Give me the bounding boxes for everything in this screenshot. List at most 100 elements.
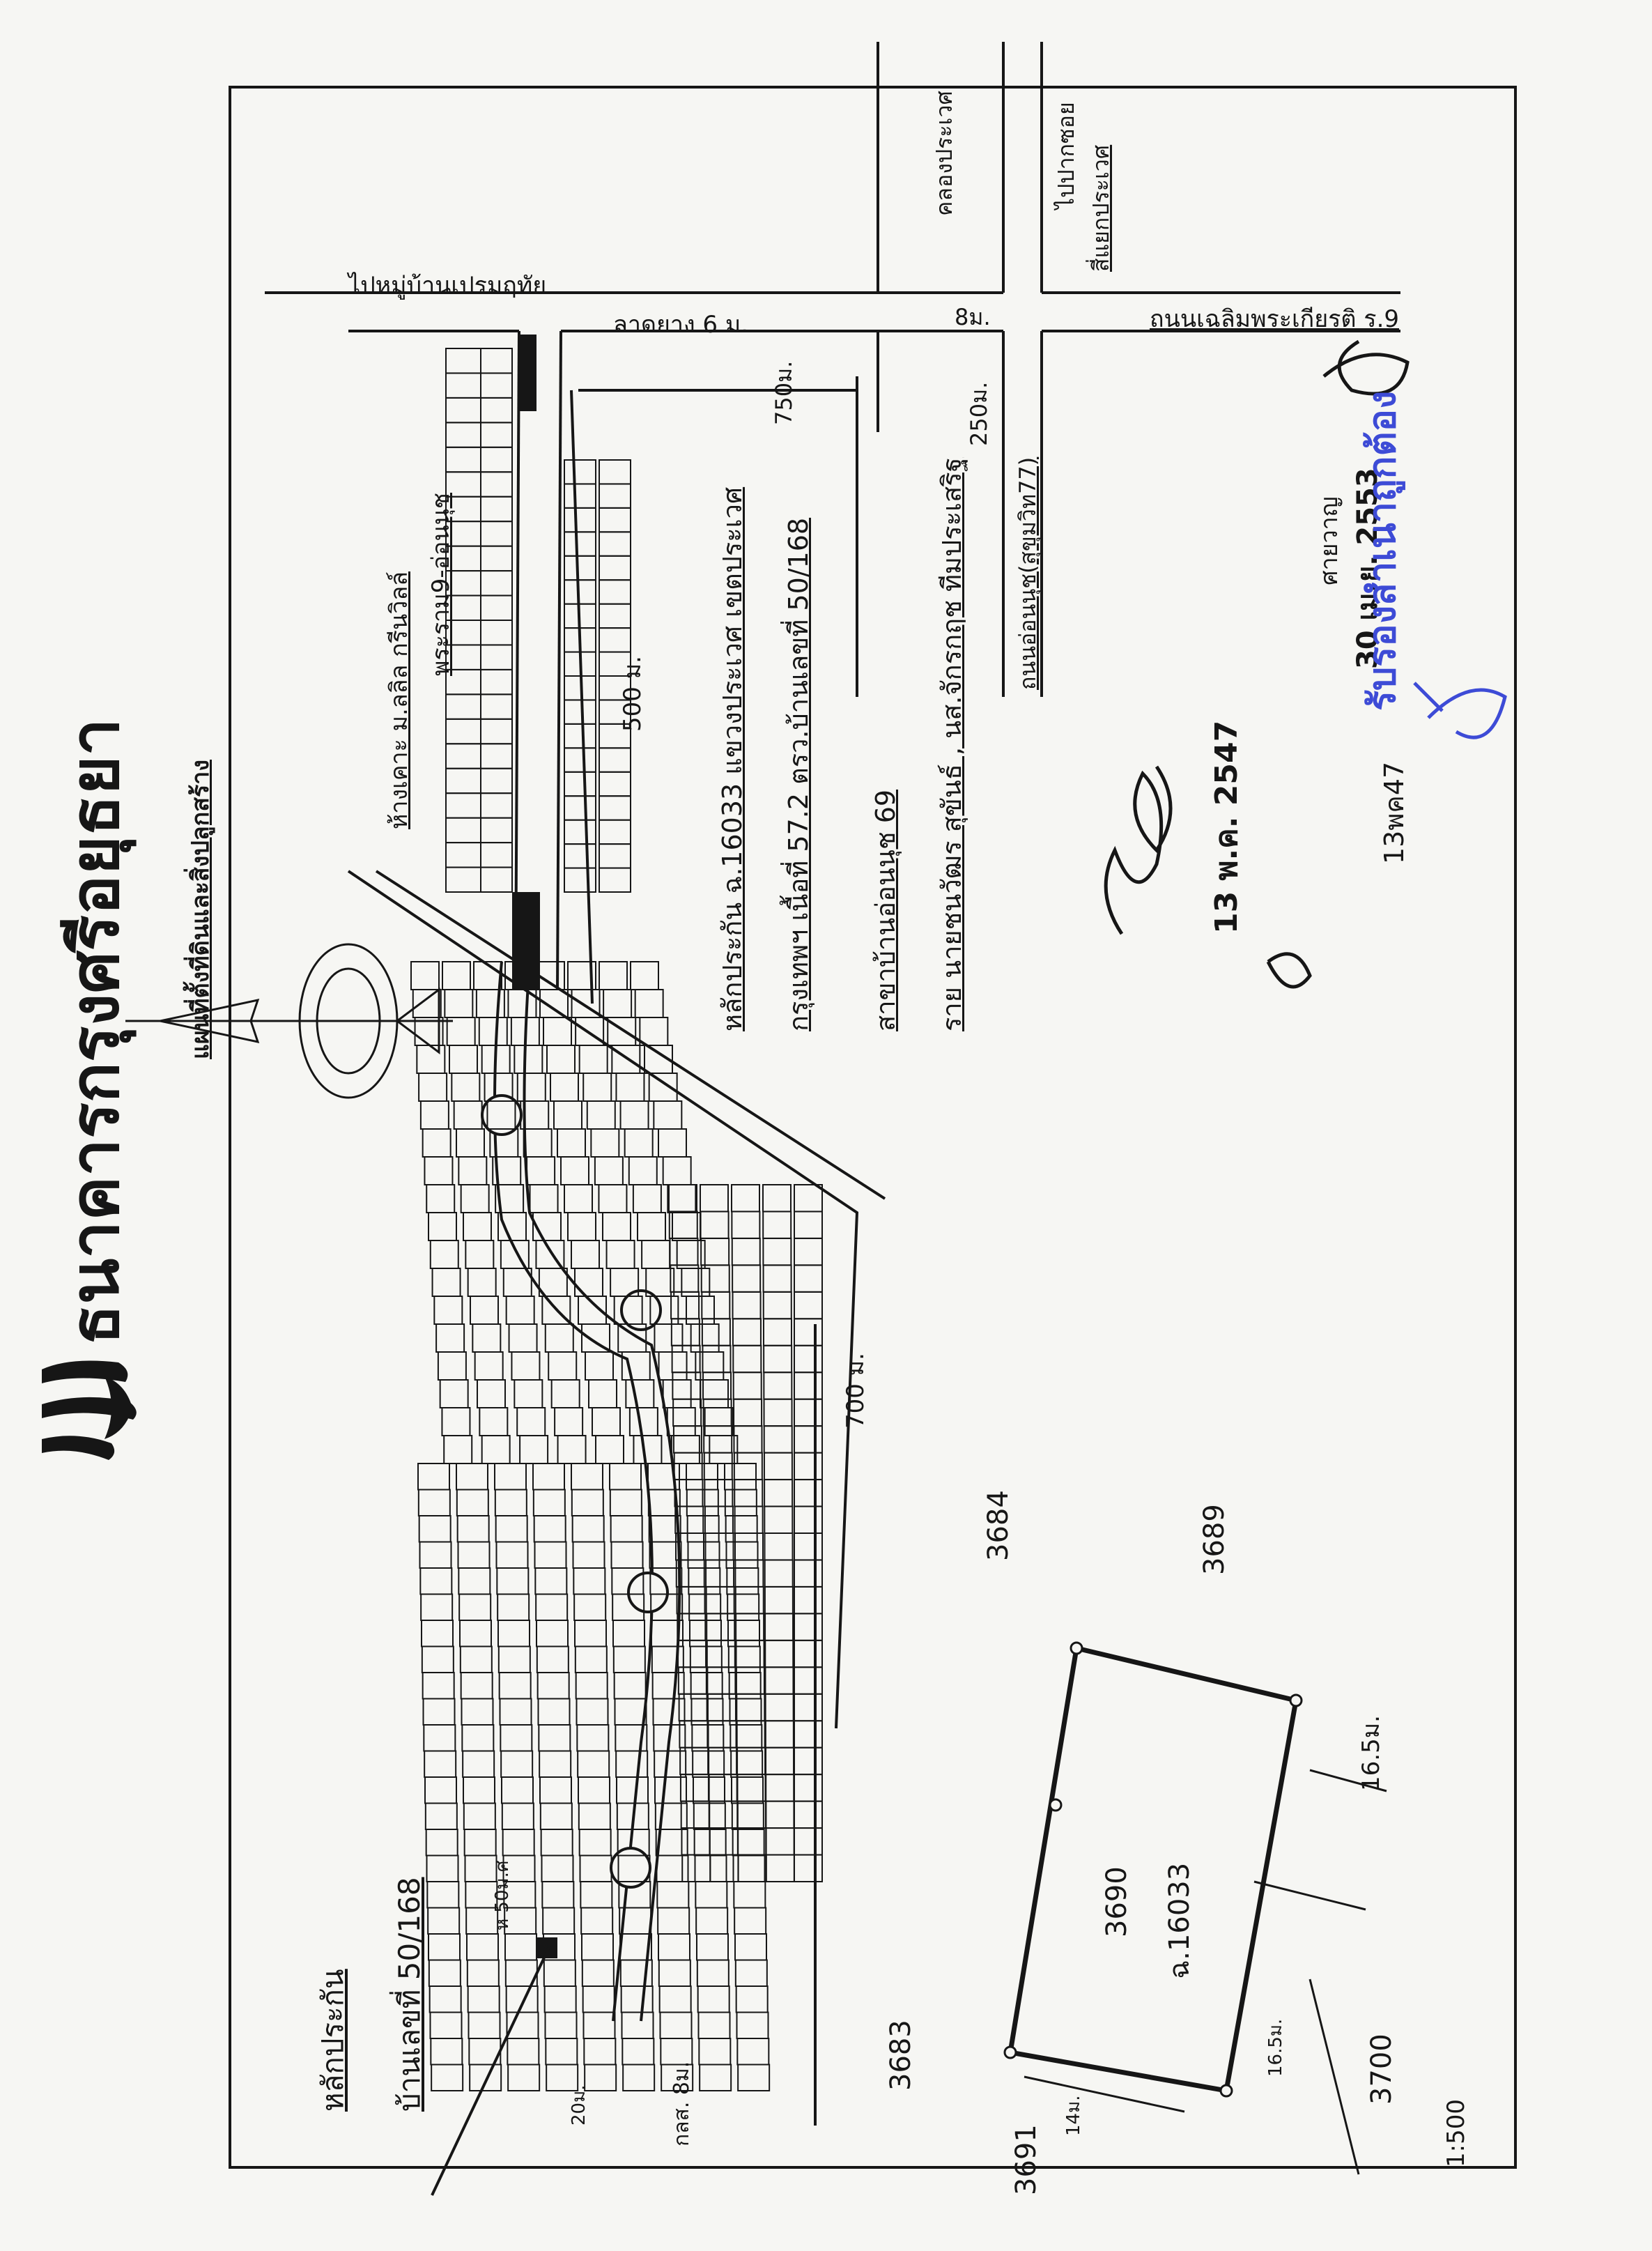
house-plot	[599, 961, 628, 990]
house-plot	[794, 1479, 823, 1507]
house-plot	[543, 1017, 572, 1046]
house-plot	[794, 1746, 823, 1776]
house-plot	[474, 1351, 504, 1381]
house-plot	[418, 1515, 451, 1543]
house-plot	[599, 771, 631, 797]
khlong-distance: 750ม.	[771, 360, 797, 425]
house-plot	[480, 545, 513, 572]
house-plot	[602, 1212, 631, 1241]
house-plot	[637, 1212, 666, 1241]
house-plot	[764, 1693, 794, 1722]
house-plot	[422, 1128, 451, 1158]
house-plot	[736, 1774, 766, 1802]
house-plot	[463, 1802, 496, 1830]
house-plot	[564, 459, 596, 485]
house-plot	[445, 792, 481, 819]
house-plot	[794, 1184, 823, 1213]
house-plot	[573, 1593, 607, 1621]
house-plot	[667, 1184, 697, 1213]
house-plot	[478, 1017, 508, 1046]
house-plot	[659, 2011, 693, 2039]
house-plot	[445, 693, 481, 720]
house-plot	[504, 1933, 537, 1961]
house-plot	[735, 1985, 769, 2013]
house-plot	[794, 1774, 823, 1802]
house-plot	[540, 1829, 573, 1857]
house-plot	[480, 397, 513, 424]
house-plot	[467, 1985, 500, 2013]
house-plot	[700, 1264, 730, 1293]
house-plot	[599, 819, 631, 845]
house-plot	[794, 1693, 823, 1722]
house-plot	[599, 867, 631, 893]
house-plot	[599, 603, 631, 629]
house-plot	[456, 1515, 490, 1543]
house-plot	[544, 1323, 574, 1353]
distance-700: 700 ม.	[842, 1353, 870, 1429]
house-plot	[422, 1698, 456, 1726]
adjacent-north: 3684	[982, 1490, 1014, 1561]
house-plot	[794, 1264, 823, 1293]
house-plot	[603, 989, 633, 1018]
house-plot	[734, 1505, 764, 1535]
house-plot	[466, 1933, 499, 1961]
house-plot	[578, 1802, 611, 1830]
house-plot	[594, 1156, 624, 1185]
house-plot	[573, 1567, 606, 1595]
house-plot	[734, 1479, 764, 1507]
house-plot	[421, 1645, 454, 1673]
house-plot	[480, 743, 513, 769]
house-plot	[480, 767, 513, 794]
house-plot	[736, 1800, 766, 1829]
house-plot	[763, 1372, 793, 1400]
house-plot	[445, 842, 481, 868]
house-plot	[610, 1541, 644, 1569]
house-plot	[458, 1567, 491, 1595]
house-plot	[654, 1750, 687, 1778]
house-plot	[571, 1463, 603, 1491]
house-plot	[480, 372, 513, 399]
house-plot	[445, 422, 481, 448]
house-plot	[794, 1613, 823, 1641]
bank-name: ธนาคารกรุงศรีอยุธยา	[56, 718, 134, 1345]
house-plot	[480, 792, 513, 819]
certify-stamp: รับรองสำเนาถูกต้อง	[1360, 390, 1404, 711]
house-plot	[564, 723, 596, 749]
house-plot	[580, 1881, 613, 1909]
house-plot	[762, 1318, 792, 1346]
house-plot	[620, 1985, 654, 2013]
house-plot	[599, 459, 631, 485]
house-plot	[494, 1463, 527, 1491]
house-plot	[457, 1541, 491, 1569]
house-plot	[480, 594, 513, 622]
house-plot	[497, 1645, 531, 1673]
house-plot	[532, 1489, 566, 1516]
house-plot	[564, 555, 596, 581]
house-plot	[732, 1344, 762, 1374]
collateral-house-number: บ้านเลขที่ 50/168	[392, 1877, 426, 2112]
adjacent-southwest: 3691	[1010, 2124, 1042, 2195]
adjacent-south: 3700	[1366, 2034, 1398, 2105]
house-plot	[794, 1211, 823, 1239]
house-plot	[496, 1567, 530, 1595]
adjacent-northeast: 3689	[1198, 1504, 1230, 1575]
house-plot	[661, 2064, 694, 2091]
parcel-dimension-lines	[1024, 1769, 1387, 2175]
house-plot	[564, 699, 596, 725]
house-plot	[762, 1237, 792, 1266]
house-plot	[732, 1264, 762, 1293]
house-plot	[695, 1881, 728, 1909]
house-plot	[533, 1515, 566, 1543]
house-plot	[709, 1800, 739, 1829]
house-plot	[794, 1827, 823, 1856]
frame-border	[229, 86, 1517, 2169]
house-plot	[480, 842, 513, 868]
project-entrance-marker	[512, 892, 540, 990]
house-plot	[764, 1479, 794, 1507]
house-plot	[539, 1776, 572, 1804]
house-plot	[536, 1672, 570, 1700]
house-plot	[418, 1073, 448, 1102]
house-plot	[580, 1907, 614, 1935]
house-plot	[546, 2064, 579, 2091]
house-plot	[658, 1959, 691, 1987]
